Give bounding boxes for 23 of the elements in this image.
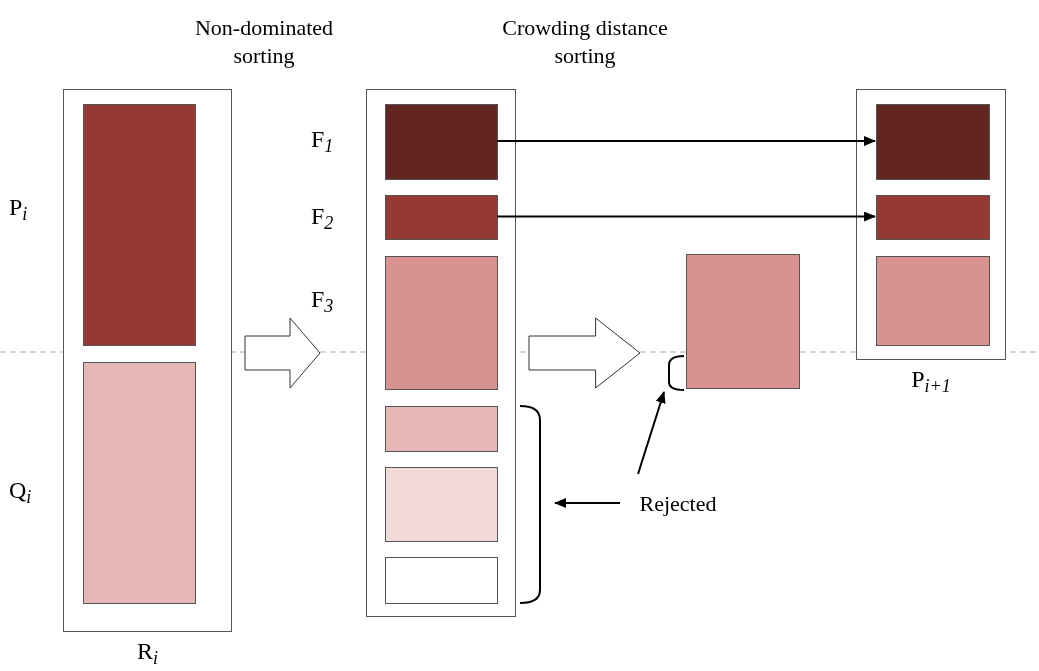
population-block <box>385 467 498 542</box>
population-block <box>385 406 498 452</box>
arrow <box>554 498 621 508</box>
set-label: R$_{i}$ <box>136 639 159 663</box>
step-label: Crowding distance sorting <box>501 14 669 70</box>
set-label: F$_{1}$ <box>311 127 334 151</box>
population-block <box>876 256 990 346</box>
block-arrow <box>528 317 641 389</box>
set-label: Q$_{i}$ <box>9 478 32 502</box>
population-block <box>686 254 800 389</box>
set-label: F$_{3}$ <box>311 287 334 311</box>
arrow <box>496 211 876 222</box>
arrow <box>637 391 666 475</box>
set-label: F$_{2}$ <box>311 204 334 228</box>
population-block <box>385 557 498 604</box>
population-block <box>876 195 990 240</box>
rejected-label: Rejected <box>628 488 728 520</box>
block-arrow <box>244 317 321 389</box>
population-block <box>876 104 990 180</box>
set-label: P$_{i+1}$ <box>910 367 952 391</box>
arrow <box>496 136 876 146</box>
step-label: Non-dominated sorting <box>193 14 335 70</box>
set-label: P$_{i}$ <box>9 195 28 219</box>
